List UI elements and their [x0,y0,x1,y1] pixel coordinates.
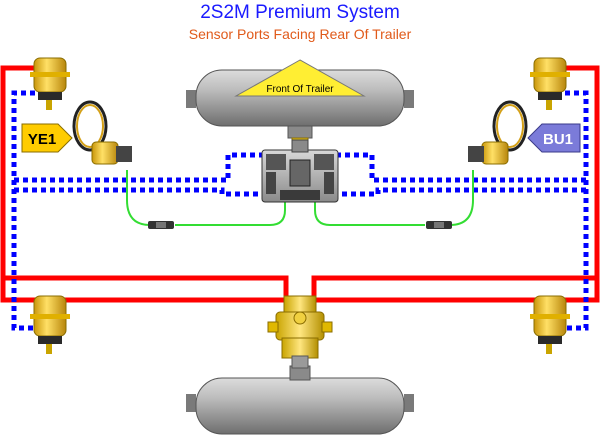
brake-chamber-rear-right [530,295,570,354]
brake-chamber-front-left [30,57,70,110]
rear-air-tank [186,365,414,435]
relay-valve [267,295,333,369]
diagram-subtitle: Sensor Ports Facing Rear Of Trailer [188,26,412,42]
control-air-line [11,90,589,331]
front-of-trailer-marker: Front Of Trailer [234,59,366,97]
sensor-cable-connector-left [148,221,174,229]
sensor-tag-bu1-label: BU1 [543,131,573,148]
supply-air-line [0,65,600,303]
front-of-trailer-label: Front Of Trailer [266,84,334,95]
sensor-tag-ye1: YE1 [21,123,73,153]
sensor-tag-bu1: BU1 [527,123,581,153]
sensor-tag-ye1-label: YE1 [28,131,56,148]
brake-chamber-front-right [530,57,570,110]
diagram-title: 2S2M Premium System [200,2,400,23]
brake-chamber-rear-left [30,295,70,354]
wheel-sensor-left [72,100,132,165]
sensor-cable-connector-right [426,221,452,229]
ebs-modulator [261,139,339,203]
wheel-sensor-right [468,100,528,165]
sensor-cable [126,170,474,226]
